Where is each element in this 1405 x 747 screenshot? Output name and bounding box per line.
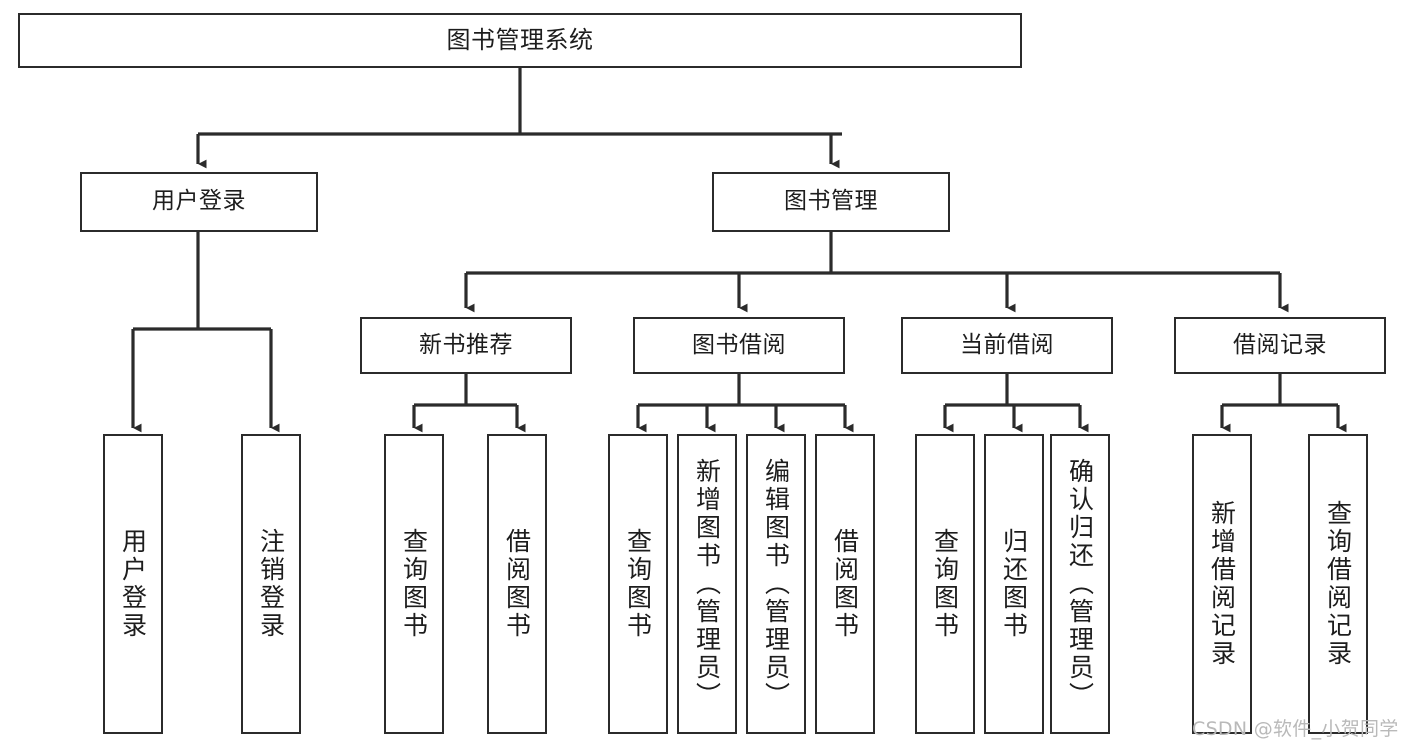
node-leaf-borrow-book-1-label: 借阅图书	[502, 528, 532, 640]
node-leaf-query-book-1[interactable]: 查询图书	[384, 434, 444, 734]
node-leaf-add-book-label: 新增图书（管理员）	[692, 458, 722, 710]
node-book-borrow-label: 图书借阅	[692, 331, 786, 358]
node-root-label: 图书管理系统	[446, 26, 594, 55]
node-leaf-edit-book-label: 编辑图书（管理员）	[761, 458, 791, 710]
node-user-login-label: 用户登录	[152, 188, 246, 215]
node-leaf-add-record-label: 新增借阅记录	[1207, 500, 1237, 668]
node-leaf-logout-label: 注销登录	[256, 528, 286, 640]
node-leaf-user-login[interactable]: 用户登录	[103, 434, 163, 734]
node-leaf-edit-book[interactable]: 编辑图书（管理员）	[746, 434, 806, 734]
node-leaf-logout[interactable]: 注销登录	[241, 434, 301, 734]
node-leaf-confirm-return-label: 确认归还（管理员）	[1065, 458, 1095, 710]
node-leaf-borrow-book-2[interactable]: 借阅图书	[815, 434, 875, 734]
watermark-text: CSDN @软件_小贺同学	[1192, 718, 1399, 740]
node-book-manage[interactable]: 图书管理	[712, 172, 950, 232]
node-new-book-recommend-label: 新书推荐	[419, 331, 513, 358]
node-leaf-confirm-return[interactable]: 确认归还（管理员）	[1050, 434, 1110, 734]
node-leaf-query-book-3[interactable]: 查询图书	[915, 434, 975, 734]
node-leaf-query-record-label: 查询借阅记录	[1323, 500, 1353, 668]
node-leaf-query-book-1-label: 查询图书	[399, 528, 429, 640]
node-leaf-borrow-book-2-label: 借阅图书	[830, 528, 860, 640]
node-leaf-query-book-3-label: 查询图书	[930, 528, 960, 640]
node-current-borrow-label: 当前借阅	[960, 331, 1054, 358]
node-borrow-record-label: 借阅记录	[1233, 331, 1327, 358]
node-leaf-add-record[interactable]: 新增借阅记录	[1192, 434, 1252, 734]
node-new-book-recommend[interactable]: 新书推荐	[360, 317, 572, 374]
node-borrow-record[interactable]: 借阅记录	[1174, 317, 1386, 374]
node-root[interactable]: 图书管理系统	[18, 13, 1022, 68]
node-current-borrow[interactable]: 当前借阅	[901, 317, 1113, 374]
node-leaf-borrow-book-1[interactable]: 借阅图书	[487, 434, 547, 734]
node-leaf-add-book[interactable]: 新增图书（管理员）	[677, 434, 737, 734]
node-leaf-query-book-2-label: 查询图书	[623, 528, 653, 640]
node-book-manage-label: 图书管理	[784, 188, 878, 215]
node-leaf-return-book-label: 归还图书	[999, 528, 1029, 640]
node-leaf-user-login-label: 用户登录	[118, 528, 148, 640]
node-leaf-query-record[interactable]: 查询借阅记录	[1308, 434, 1368, 734]
node-leaf-return-book[interactable]: 归还图书	[984, 434, 1044, 734]
node-book-borrow[interactable]: 图书借阅	[633, 317, 845, 374]
node-user-login[interactable]: 用户登录	[80, 172, 318, 232]
node-leaf-query-book-2[interactable]: 查询图书	[608, 434, 668, 734]
